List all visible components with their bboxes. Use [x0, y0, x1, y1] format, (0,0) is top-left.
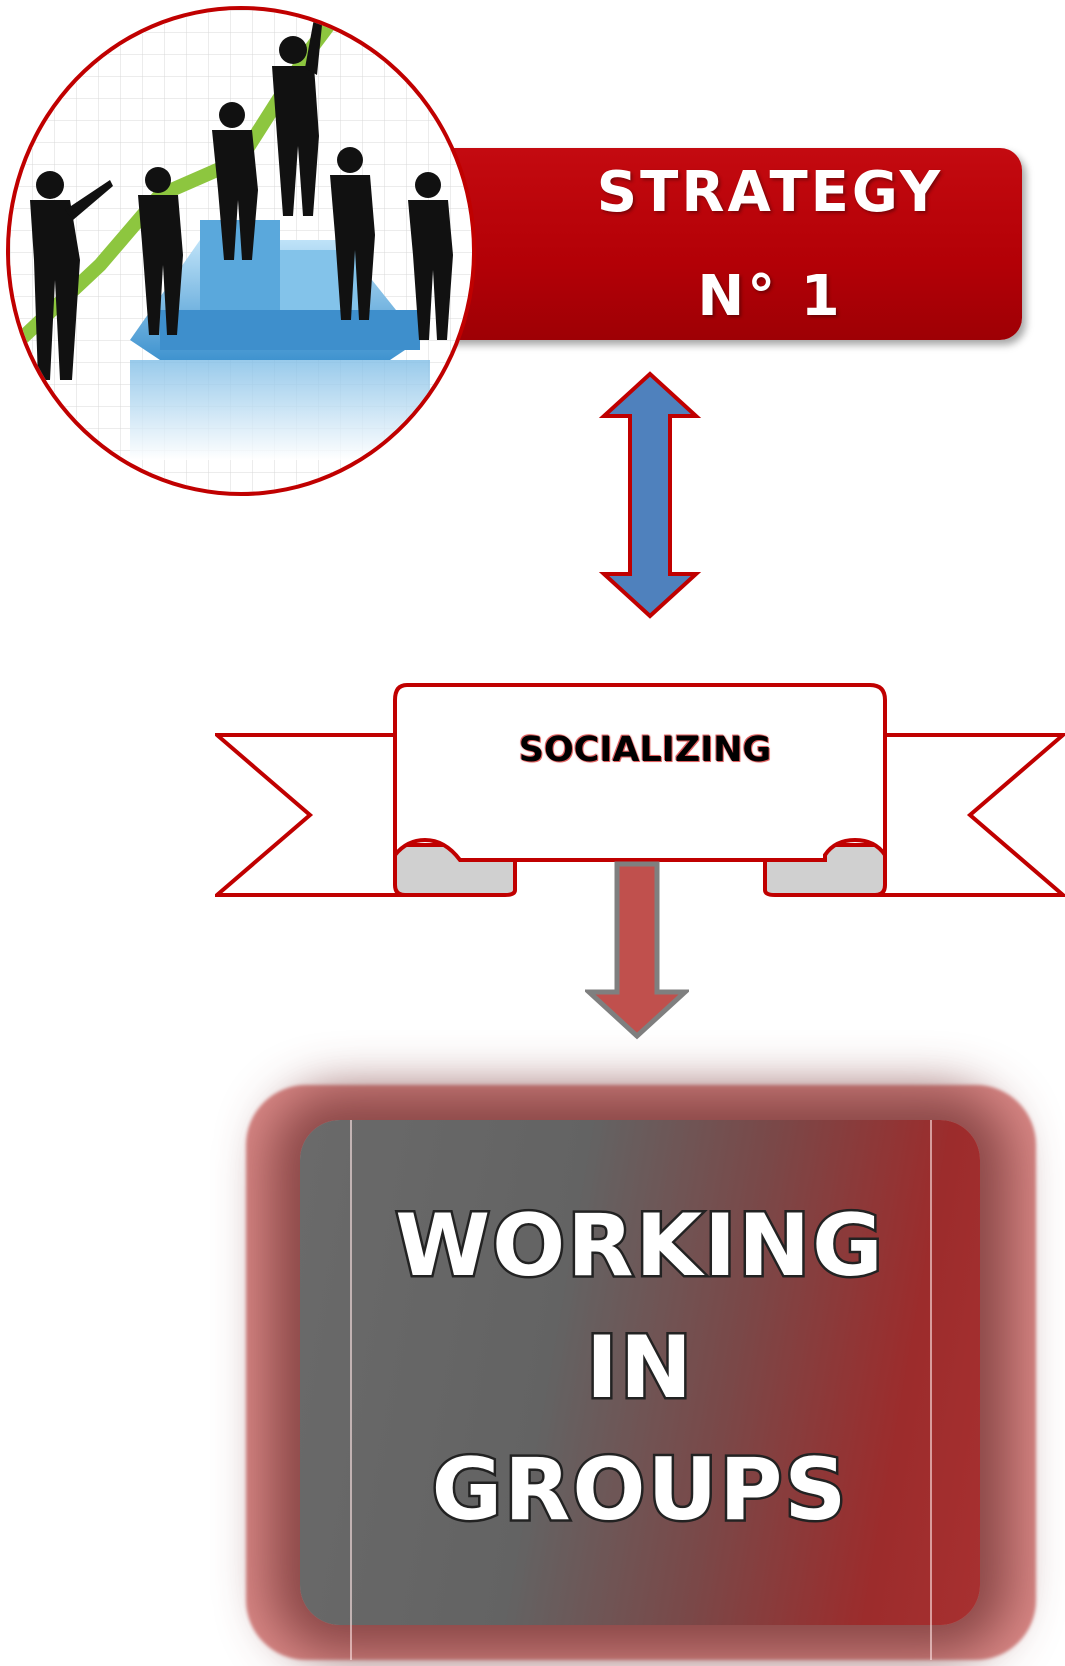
strategy-line2: N° 1	[697, 264, 843, 329]
group-line3: GROUPS	[429, 1438, 849, 1543]
group-divider-right	[930, 1120, 932, 1660]
group-line2: IN	[584, 1316, 695, 1421]
group-title: WORKING IN GROUPS	[300, 1185, 980, 1551]
group-line1: WORKING	[393, 1194, 885, 1299]
strategy-box	[420, 148, 1022, 340]
strategy-line1: STRATEGY	[596, 160, 944, 225]
ribbon-label: SOCIALIZING	[518, 730, 772, 770]
business-illustration	[10, 10, 472, 492]
group-card-inner	[300, 1120, 980, 1625]
ribbon-banner-icon	[215, 683, 1065, 897]
double-arrow-icon	[598, 371, 702, 619]
business-people-icon	[6, 6, 476, 496]
group-divider-left	[350, 1120, 352, 1660]
down-arrow-icon	[585, 861, 689, 1040]
strategy-title: STRATEGY N° 1	[520, 155, 1020, 335]
